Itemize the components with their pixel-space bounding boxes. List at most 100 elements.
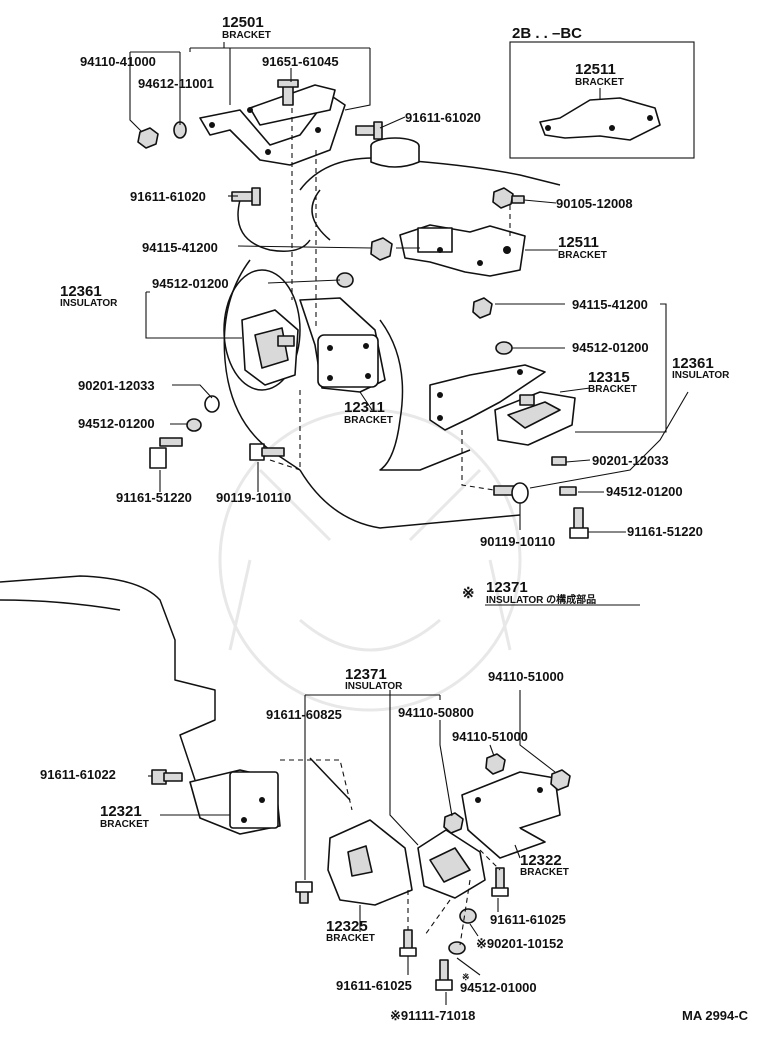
bracket-12501 (199, 84, 346, 166)
star-mark: ※ (462, 972, 470, 982)
nut-90105-12008 (492, 187, 525, 209)
bolt-90119-10110-a (249, 443, 285, 461)
dashed-guides-bottom (280, 759, 501, 946)
label-91611-61022: 91611-61022 (40, 767, 116, 782)
bolt-90119-10110-b (493, 482, 529, 504)
nut-94110-50800 (443, 812, 464, 834)
label-12325-no: 12325 (326, 918, 368, 935)
inset-part-no: 12511 (575, 61, 616, 78)
label-12321-name: BRACKET (100, 819, 149, 830)
inset-title: 2B . . –BC (512, 25, 582, 42)
label-91161-51220-b: 91161-51220 (627, 524, 703, 539)
label-12315-no: 12315 (588, 369, 630, 386)
nut-94115-41200-b (472, 297, 493, 319)
label-94512-01000: 94512-01000 (460, 980, 537, 995)
inset-part-name: BRACKET (575, 77, 624, 88)
washer-94512-01200-c (186, 418, 202, 432)
bracket-12322 (461, 771, 561, 859)
insulator-12361-left (241, 309, 299, 386)
label-91111-71018: ※91111-71018 (390, 1008, 475, 1023)
nut-94110-51000-b (485, 753, 506, 775)
bracket-12311 (299, 297, 386, 393)
insulator-12371 (417, 829, 486, 899)
insulator-12361-right (494, 391, 576, 446)
label-94110-51000-b: 94110-51000 (452, 729, 528, 744)
label-12511-name: BRACKET (558, 250, 607, 261)
label-94512-01200-b: 94512-01200 (572, 340, 649, 355)
label-90201-12033-b: 90201-12033 (592, 453, 669, 468)
nut-94115-41200-a (370, 237, 393, 261)
label-94115-41200-b: 94115-41200 (572, 297, 648, 312)
label-90105-12008: 90105-12008 (556, 196, 633, 211)
bracket-12321 (189, 769, 281, 835)
engine-block-outline (223, 157, 561, 529)
label-94612-11001: 94612-11001 (138, 76, 214, 91)
label-90201-10152: ※90201-10152 (476, 936, 564, 951)
label-91611-61025-b: 91611-61025 (336, 978, 412, 993)
label-12371-no: 12371 (345, 666, 387, 683)
dashed-guides-top (269, 108, 511, 491)
label-94115-41200-a: 94115-41200 (142, 240, 218, 255)
washer-94512-01200-b (495, 341, 513, 355)
note-text: INSULATOR の構成部品 (486, 593, 596, 606)
washer-94512-01200-d (559, 486, 577, 496)
label-12501-name: BRACKET (222, 30, 271, 41)
nut-94110-41000 (137, 127, 159, 149)
label-12361-left-name: INSULATOR (60, 298, 118, 309)
inset-box (509, 41, 695, 159)
label-12311-no: 12311 (344, 399, 385, 416)
label-12322-no: 12322 (520, 852, 562, 869)
label-91611-61020-a: 91611-61020 (405, 110, 481, 125)
label-91161-51220-a: 91161-51220 (116, 490, 192, 505)
bolt-91611-61025-a (491, 867, 509, 897)
bolt-91611-61025-b (399, 929, 417, 957)
label-12361-left-no: 12361 (60, 283, 102, 300)
label-90119-10110-b: 90119-10110 (480, 534, 555, 549)
label-12315-name: BRACKET (588, 384, 637, 395)
label-94512-01200-d: 94512-01200 (606, 484, 683, 499)
label-91611-61020-b: 91611-61020 (130, 189, 206, 204)
label-12361-right-name: INSULATOR (672, 370, 730, 381)
figure-code: MA 2994-C (682, 1008, 749, 1023)
nut-94110-51000-a (550, 769, 571, 791)
label-12322-name: BRACKET (520, 867, 569, 878)
engine-block-lower-outline (0, 575, 351, 801)
washer-90201-12033-a (204, 395, 220, 413)
bolt-91161-51220-a (149, 437, 183, 469)
leader-lines-bottom (148, 690, 556, 1005)
label-12321-no: 12321 (100, 803, 142, 820)
label-91611-61025-a: 91611-61025 (490, 912, 566, 927)
bolt-91611-61022 (151, 769, 183, 785)
bolt-91161-51220-b (569, 507, 589, 539)
label-12501-no: 12501 (222, 14, 264, 31)
bolt-91111-71018 (435, 959, 453, 991)
leader-lines-top (129, 42, 689, 533)
washer-90201-12033-b (551, 456, 567, 466)
washer-94512-01000 (448, 941, 466, 955)
label-91651-61045: 91651-61045 (262, 54, 339, 69)
label-12311-name: BRACKET (344, 415, 393, 426)
label-94512-01200-c: 94512-01200 (78, 416, 155, 431)
bracket-12325 (327, 819, 413, 906)
washer-90201-10152 (459, 908, 477, 924)
bracket-12315 (429, 364, 546, 431)
note-mark: ※ (462, 585, 475, 602)
label-90201-12033-a: 90201-12033 (78, 378, 155, 393)
filler-cap (370, 137, 420, 168)
label-94512-01200-a: 94512-01200 (152, 276, 229, 291)
label-90119-10110-a: 90119-10110 (216, 490, 291, 505)
label-94110-41000: 94110-41000 (80, 54, 156, 69)
label-12325-name: BRACKET (326, 933, 375, 944)
label-91611-60825: 91611-60825 (266, 707, 342, 722)
label-94110-51000-a: 94110-51000 (488, 669, 564, 684)
label-12511-no: 12511 (558, 234, 599, 251)
bolt-91611-60825 (295, 881, 313, 904)
bracket-12511 (399, 224, 526, 277)
watermark-emblem (218, 408, 522, 712)
label-12371-name: INSULATOR (345, 681, 403, 692)
bolt-91651-61045 (277, 79, 299, 106)
label-94110-50800: 94110-50800 (398, 705, 474, 720)
bolt-91611-61020-a (355, 121, 383, 140)
label-12361-right-no: 12361 (672, 355, 714, 372)
